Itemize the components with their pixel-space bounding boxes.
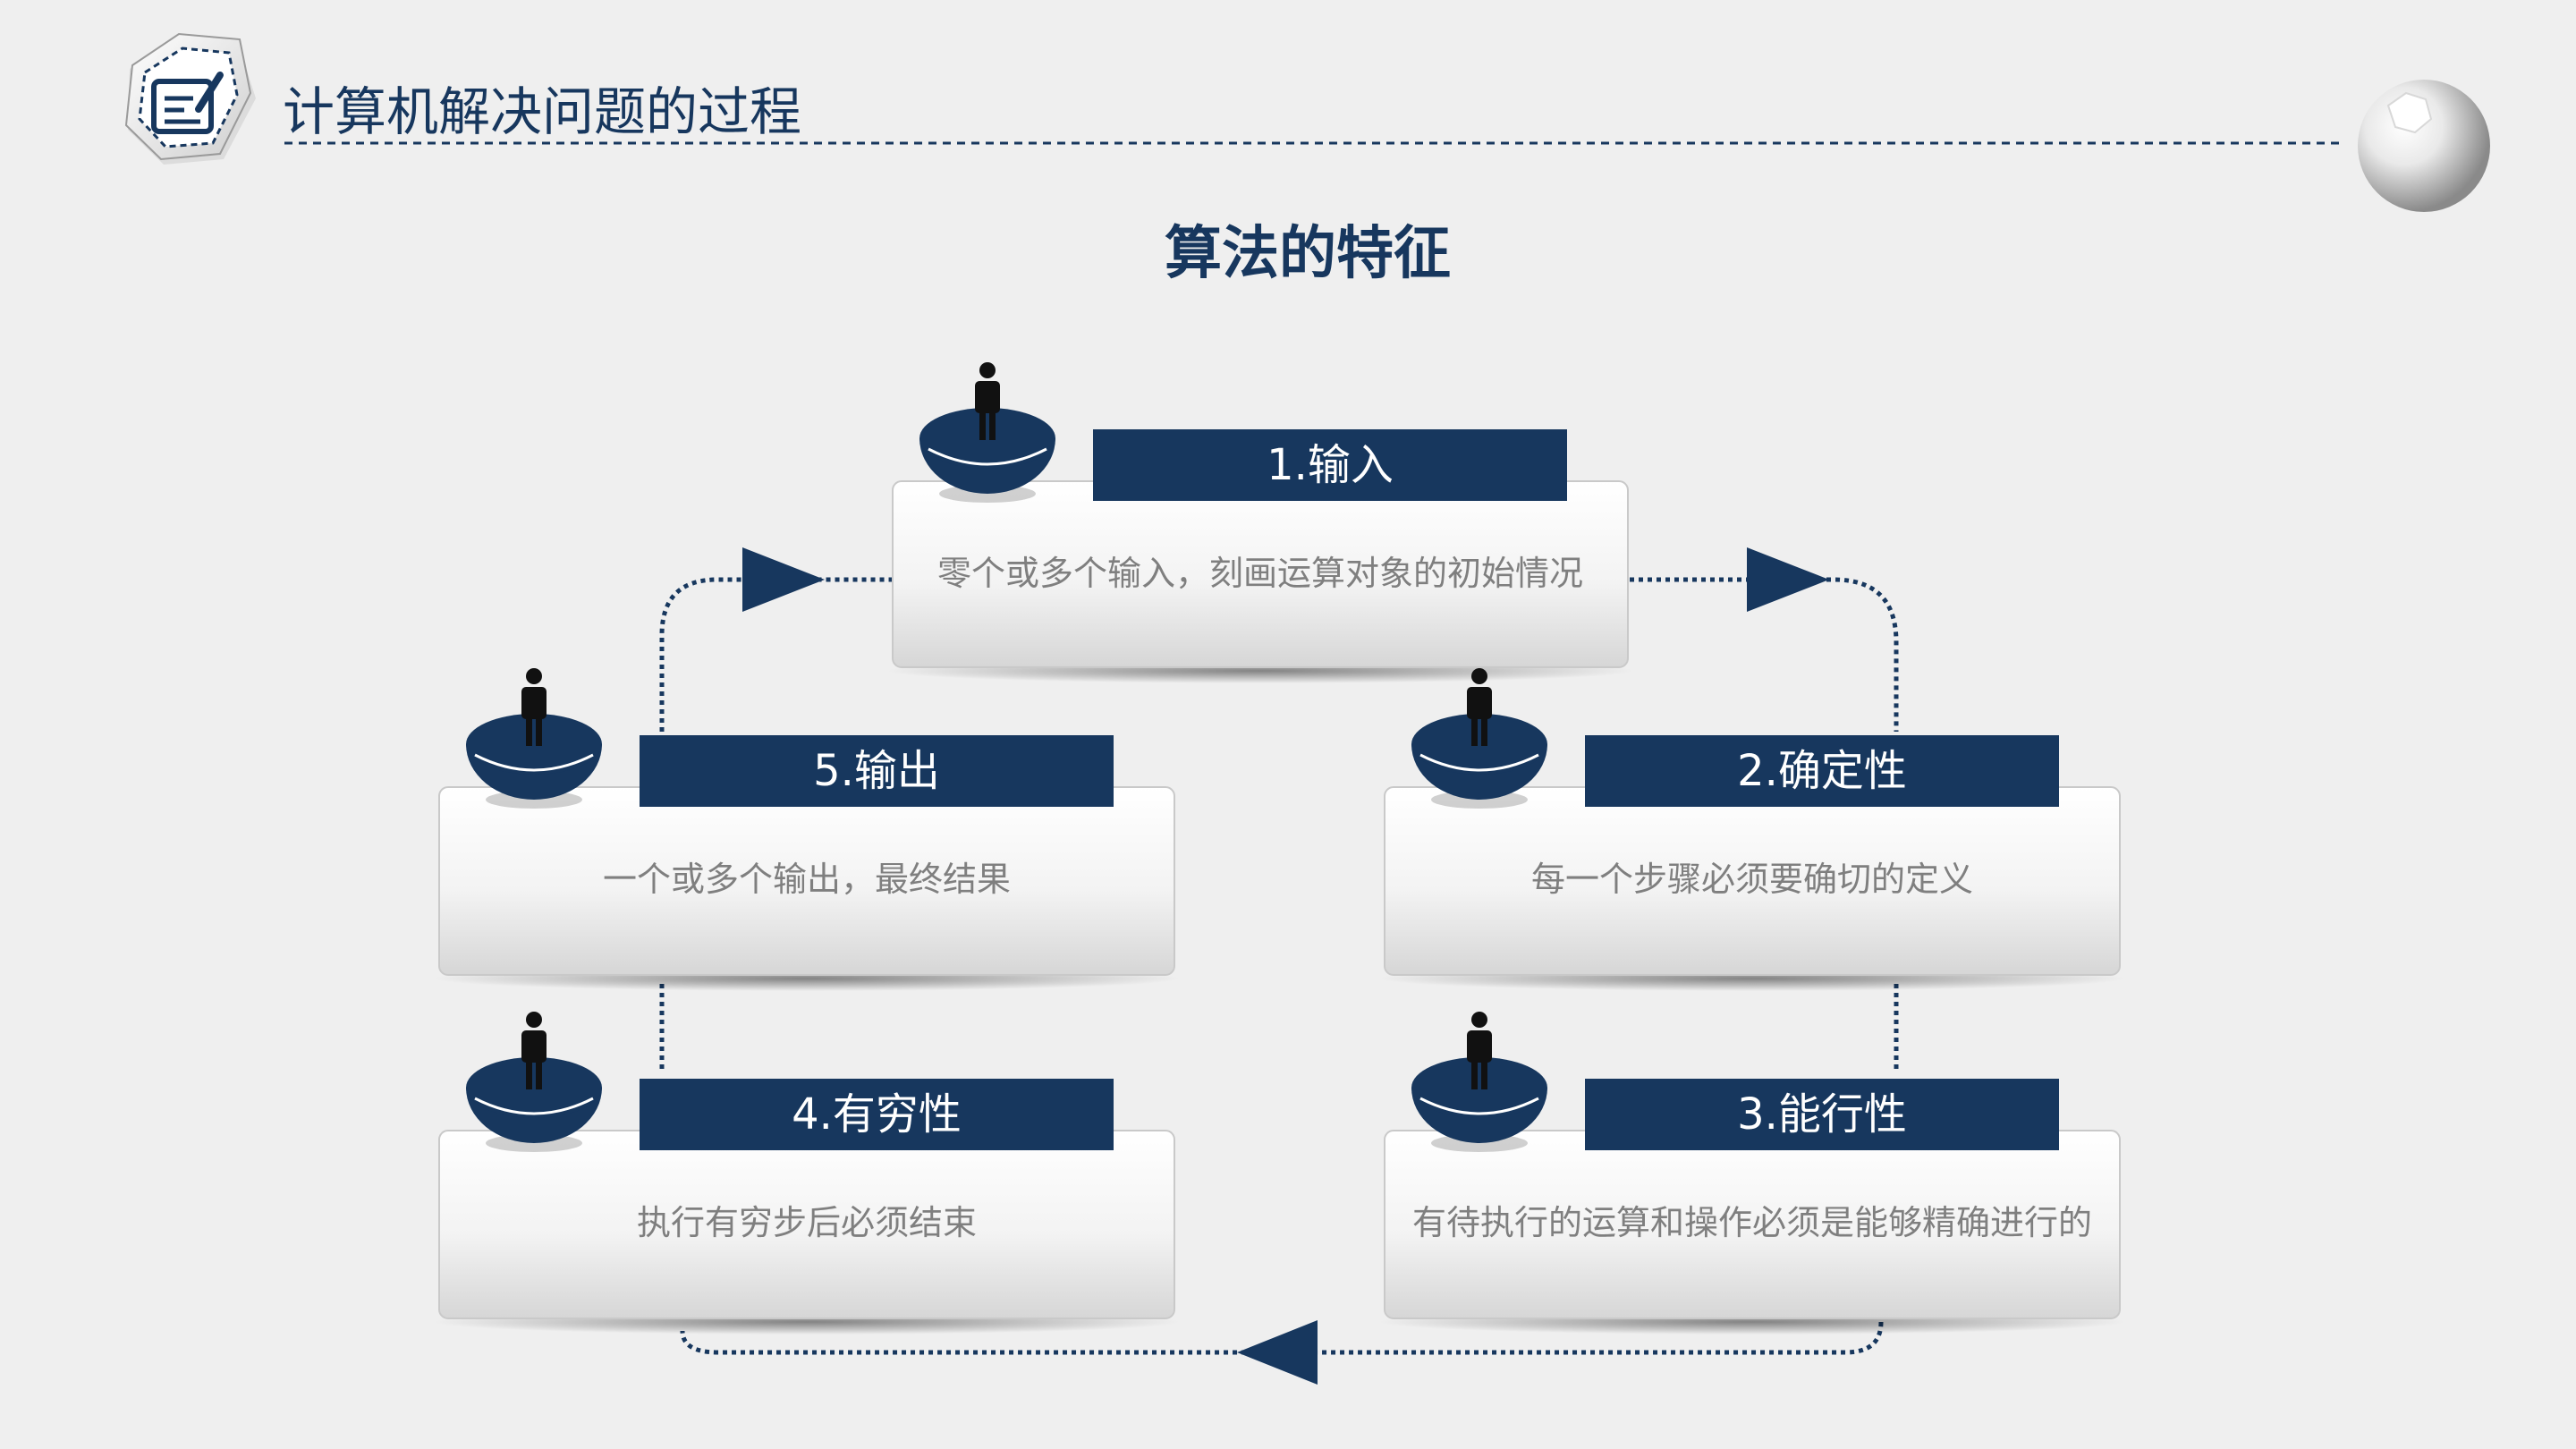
feature-title-finiteness: 4.有穷性 — [792, 1089, 962, 1140]
corner-decoration — [2358, 80, 2490, 212]
card-title-bar — [1585, 1079, 2059, 1150]
person-icon — [521, 1012, 547, 1089]
feature-card-output — [434, 668, 1180, 991]
arrow-to-input — [742, 547, 825, 612]
feature-description-determinism: 每一个步骤必须要确切的定义 — [1530, 860, 1973, 899]
card-title-bar — [640, 735, 1114, 807]
person-icon — [1467, 668, 1492, 746]
person-icon — [1467, 1012, 1492, 1089]
feature-card-input — [887, 362, 1633, 683]
arrow-to-determinism — [1747, 547, 1829, 612]
feature-description-finiteness: 执行有穷步后必须结束 — [636, 1203, 977, 1242]
card-title-bar — [1585, 735, 2059, 807]
feature-title-output: 5.输出 — [813, 746, 940, 796]
hexagon-icon — [2386, 91, 2433, 134]
feature-card-determinism — [1379, 668, 2125, 991]
podium-bowl-icon — [1411, 1057, 1547, 1152]
main-title: 算法的特征 — [1165, 221, 1451, 287]
feature-description-input: 零个或多个输入，刻画运算对象的初始情况 — [936, 554, 1583, 593]
feature-title-determinism: 2.确定性 — [1737, 746, 1907, 796]
podium-bowl-icon — [919, 408, 1055, 503]
person-icon — [521, 668, 547, 746]
header-logo — [124, 32, 256, 165]
feature-card-finiteness — [434, 1012, 1180, 1335]
feature-title-input: 1.输入 — [1267, 440, 1394, 490]
feature-description-output: 一个或多个输出，最终结果 — [602, 860, 1011, 899]
flow-arrows — [742, 547, 1829, 1385]
arrow-to-finiteness — [1237, 1320, 1318, 1385]
podium-bowl-icon — [466, 714, 602, 809]
person-icon — [975, 362, 1000, 440]
feature-cards — [434, 362, 2125, 1335]
feature-card-effectiveness — [1379, 1012, 2125, 1335]
header-title: 计算机解决问题的过程 — [283, 81, 802, 142]
podium-bowl-icon — [1411, 714, 1547, 809]
feature-title-effectiveness: 3.能行性 — [1737, 1089, 1907, 1140]
flow-connectors — [659, 577, 1899, 1355]
podium-bowl-icon — [466, 1057, 602, 1152]
card-title-bar — [1093, 429, 1567, 501]
edit-document-icon — [151, 72, 224, 134]
feature-description-effectiveness: 有待执行的运算和操作必须是能够精确进行的 — [1411, 1203, 2092, 1242]
card-title-bar — [640, 1079, 1114, 1150]
